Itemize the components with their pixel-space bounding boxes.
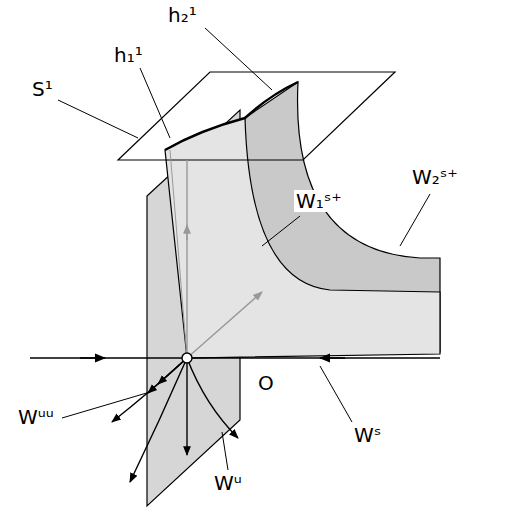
drawing-part — [262, 216, 300, 246]
drawing-part — [118, 72, 395, 160]
drawing-part — [320, 366, 352, 422]
drawing-part — [222, 432, 228, 470]
drawing-part — [140, 68, 170, 138]
manifold-label: h₂¹ — [166, 4, 199, 26]
drawing-part — [186, 225, 187, 240]
drawing-part — [165, 118, 440, 358]
manifold-label: Wᵘ — [212, 472, 244, 494]
manifold-label: W₁ˢ⁺ — [294, 190, 344, 212]
manifold-label: S¹ — [30, 78, 55, 100]
drawing-part — [187, 358, 238, 438]
manifold-label: Wˢ — [352, 424, 383, 446]
manifold-label: Wᵘᵘ — [16, 406, 56, 428]
drawing-part — [80, 357, 105, 359]
manifold-label: h₁¹ — [112, 44, 145, 66]
drawing-part — [205, 28, 272, 90]
drawing-part — [245, 82, 298, 118]
drawing-part — [58, 100, 138, 138]
drawing-part — [30, 357, 183, 359]
drawing-part — [165, 118, 245, 150]
drawing-part — [130, 358, 187, 482]
drawing-part — [320, 357, 345, 359]
drawing-part — [186, 358, 187, 455]
drawing-part — [170, 150, 187, 358]
manifold-label: W₂ˢ⁺ — [410, 166, 460, 188]
drawing-part — [186, 160, 187, 358]
manifold-label: O — [256, 372, 276, 394]
drawing-part — [187, 292, 262, 358]
drawing-part — [182, 353, 192, 363]
drawing-part — [191, 357, 440, 359]
drawing-part — [400, 194, 430, 246]
drawing-part — [62, 392, 150, 418]
drawing-part — [112, 358, 187, 422]
